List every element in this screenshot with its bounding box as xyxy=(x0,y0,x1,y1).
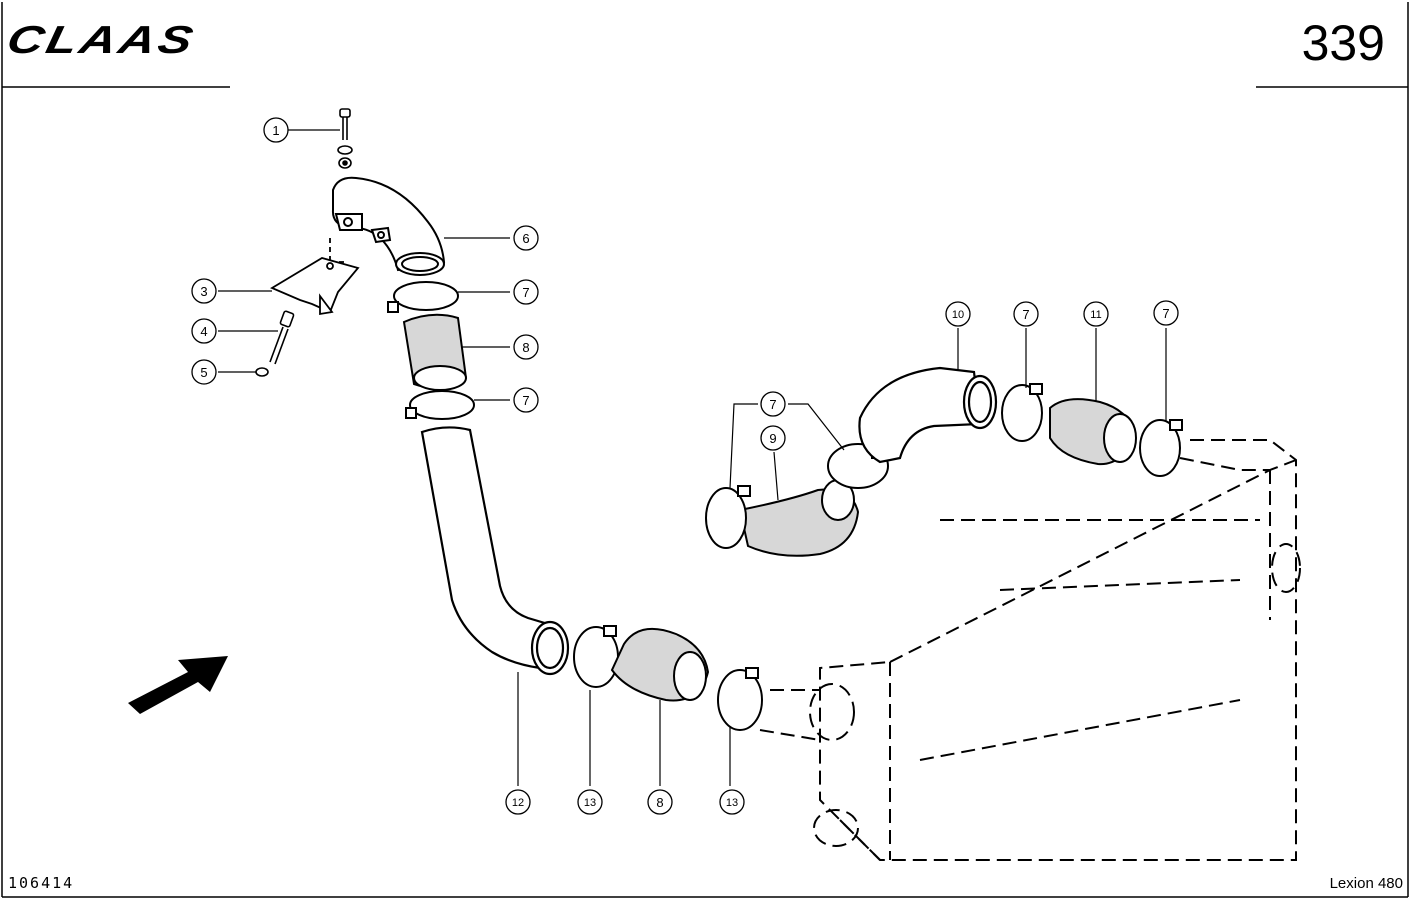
svg-text:7: 7 xyxy=(1022,307,1029,322)
long-pipe xyxy=(420,426,570,676)
curved-hose-9 xyxy=(738,479,860,557)
svg-text:12: 12 xyxy=(512,797,524,809)
clamp-11-right xyxy=(1139,419,1183,477)
lower-hose xyxy=(610,627,710,702)
callout-7-d: 7 xyxy=(1153,300,1179,326)
callout-5: 5 xyxy=(191,359,217,385)
svg-text:7: 7 xyxy=(522,285,529,300)
callout-4: 4 xyxy=(191,318,217,344)
leader-lines xyxy=(218,129,1167,786)
upper-hose xyxy=(402,313,468,391)
clamp-9-left xyxy=(705,485,751,549)
svg-text:7: 7 xyxy=(1162,306,1169,321)
mid-clamp xyxy=(405,390,475,420)
callout-8-a: 8 xyxy=(513,334,539,360)
upper-clamp xyxy=(387,281,459,313)
mounting-bracket xyxy=(270,238,360,316)
svg-text:13: 13 xyxy=(584,797,596,809)
svg-text:6: 6 xyxy=(522,231,529,246)
callout-7-b: 7 xyxy=(513,387,539,413)
callout-7-e: 7 xyxy=(760,391,786,417)
callout-12: 12 xyxy=(505,789,531,815)
model-name: Lexion 480 xyxy=(1329,875,1403,892)
svg-text:8: 8 xyxy=(656,795,663,810)
callout-10: 10 xyxy=(945,301,971,327)
svg-text:11: 11 xyxy=(1090,309,1101,321)
svg-text:4: 4 xyxy=(200,324,207,339)
callout-7-c: 7 xyxy=(1013,301,1039,327)
svg-text:7: 7 xyxy=(769,397,776,412)
lower-clamp-right xyxy=(717,667,763,731)
svg-text:13: 13 xyxy=(726,797,738,809)
lower-clamp-left xyxy=(573,625,619,688)
bolt-assembly xyxy=(337,108,353,169)
callout-1: 1 xyxy=(263,117,289,143)
callout-13-a: 13 xyxy=(577,789,603,815)
svg-text:5: 5 xyxy=(200,365,207,380)
svg-text:10: 10 xyxy=(952,309,964,321)
callout-8-b: 8 xyxy=(647,789,673,815)
drawing-number: 106414 xyxy=(8,874,75,892)
callout-7-a: 7 xyxy=(513,279,539,305)
hose-11 xyxy=(1049,398,1137,466)
direction-arrow xyxy=(128,656,228,714)
callout-9: 9 xyxy=(760,425,786,451)
svg-text:1: 1 xyxy=(272,123,279,138)
clamp-10-right xyxy=(1001,383,1043,442)
page-number: 339 xyxy=(1301,15,1385,71)
svg-text:7: 7 xyxy=(522,393,529,408)
callout-3: 3 xyxy=(191,278,217,304)
callout-11: 11 xyxy=(1083,301,1109,327)
svg-text:8: 8 xyxy=(522,340,529,355)
elbow-pipe-10 xyxy=(858,366,998,464)
upper-elbow-pipe xyxy=(331,176,446,276)
callout-6: 6 xyxy=(513,225,539,251)
intercooler-outline xyxy=(759,439,1301,861)
svg-text:9: 9 xyxy=(769,431,776,446)
long-bolt xyxy=(255,310,295,377)
callout-13-b: 13 xyxy=(719,789,745,815)
svg-text:3: 3 xyxy=(200,284,207,299)
